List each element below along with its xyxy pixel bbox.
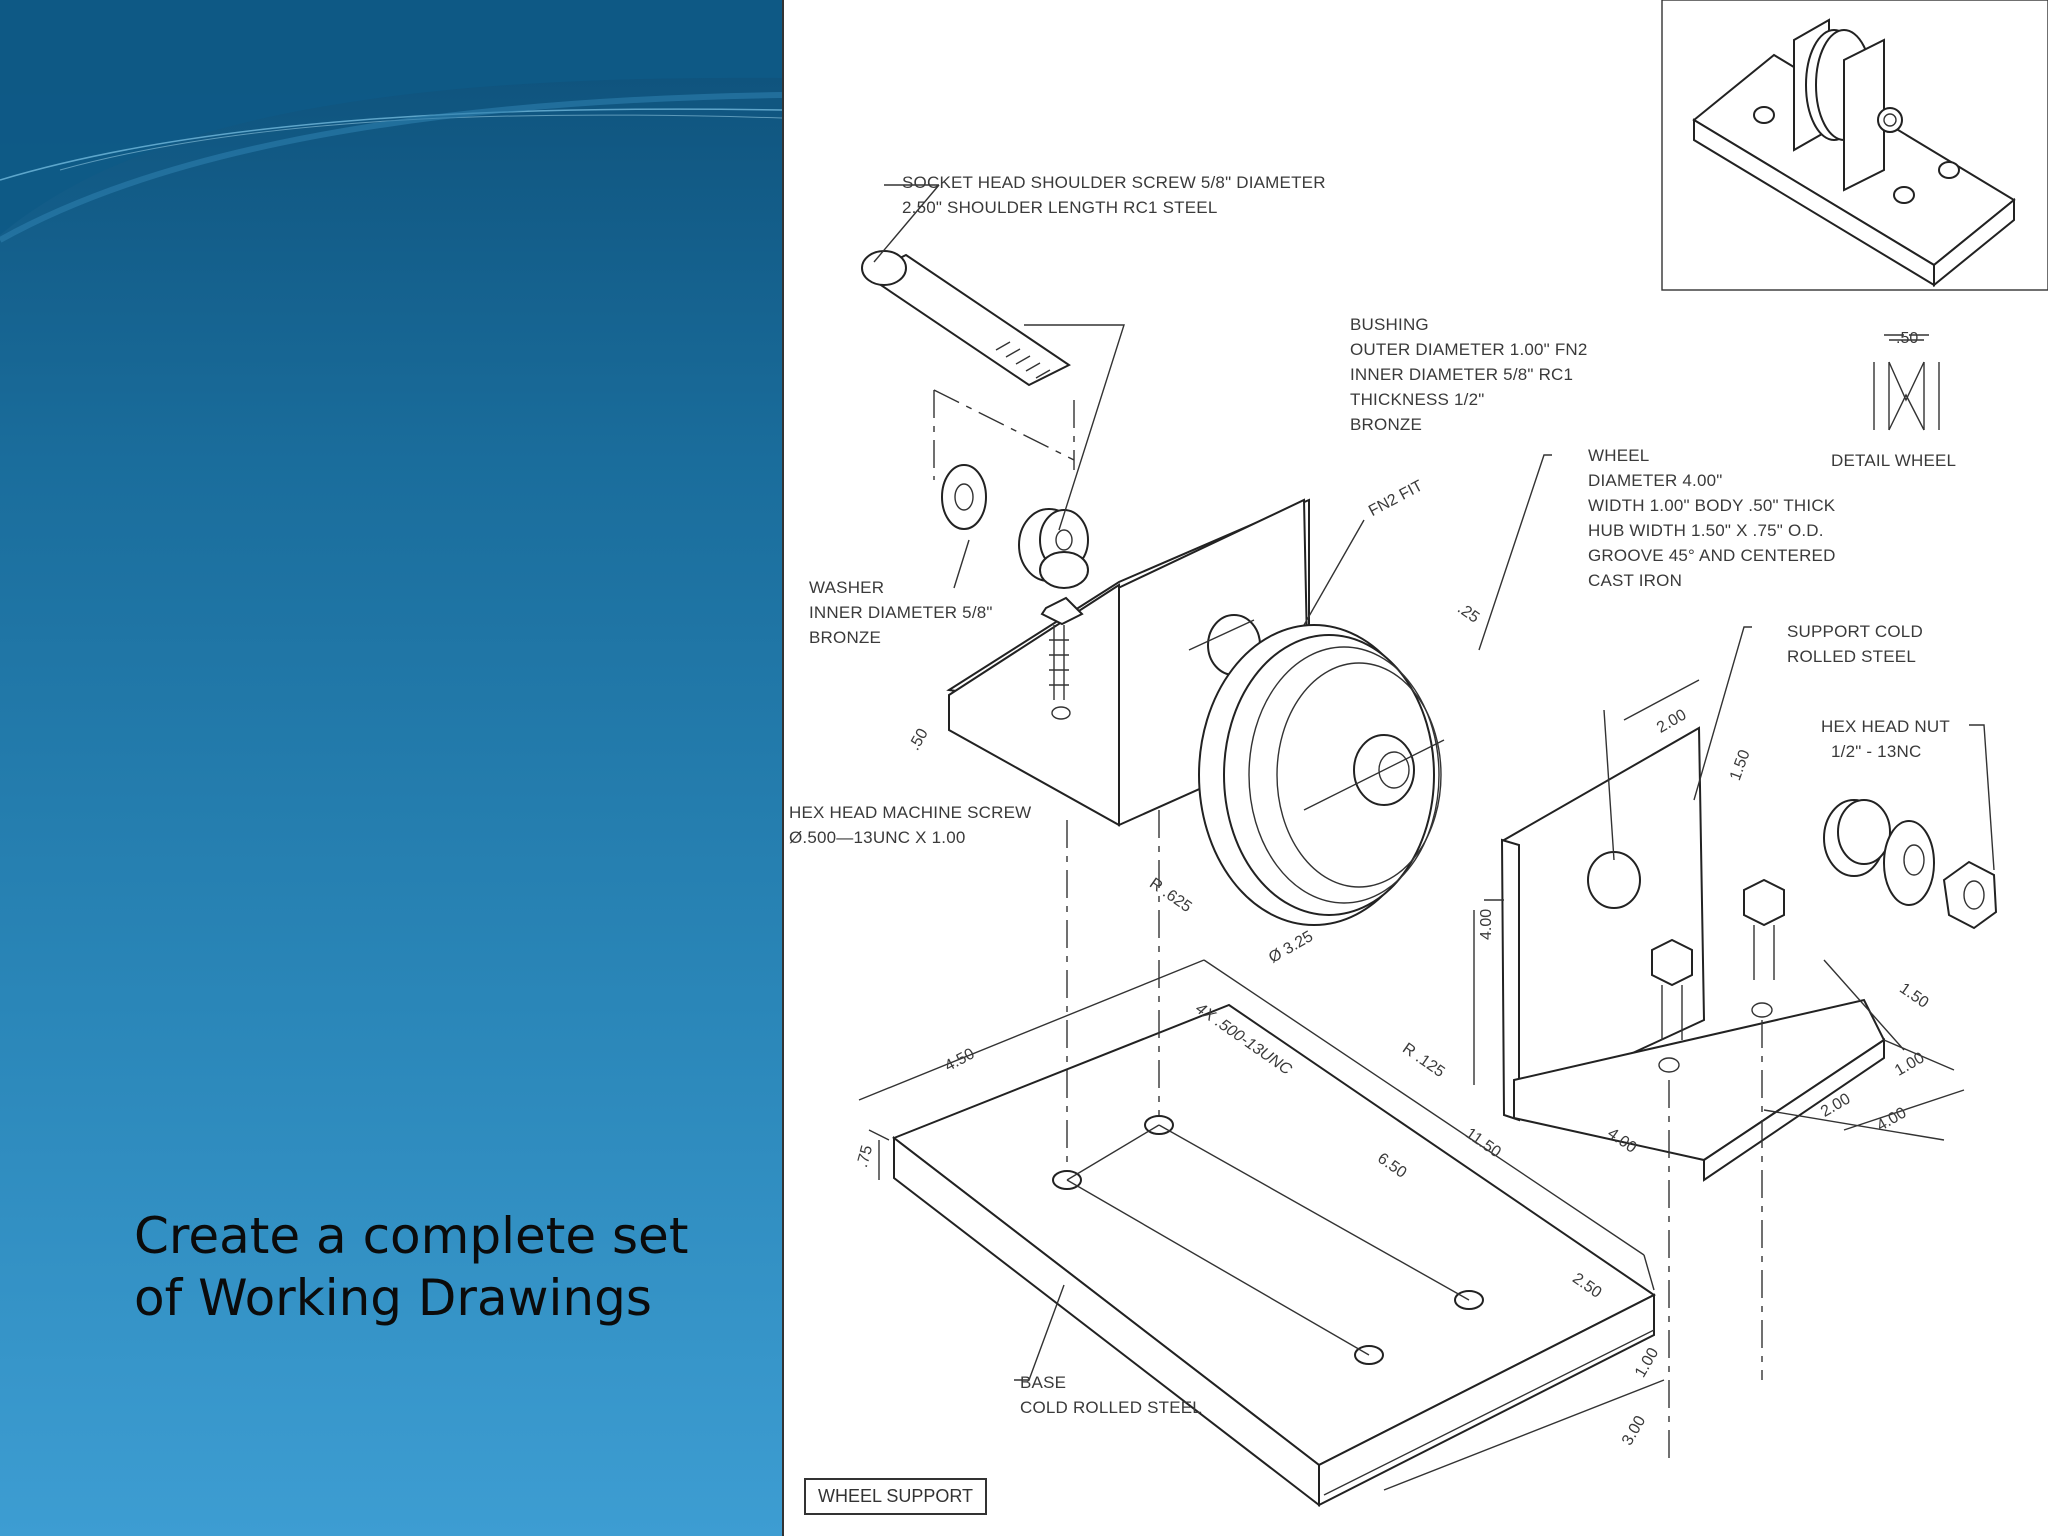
support-bracket (1500, 726, 1886, 1182)
note-line: 1/2" - 13NC (1831, 742, 1922, 761)
dim-support-height: 4.00 (1478, 908, 1495, 940)
dim-detail-width: .50 (1896, 330, 1919, 347)
wheel (1198, 624, 1445, 926)
isometric-inset-frame (1661, 0, 2048, 291)
note-line: INNER DIAMETER 5/8" RC1 (1350, 365, 1574, 384)
note-line: INNER DIAMETER 5/8" (809, 603, 993, 622)
note-line: GROOVE 45° AND CENTERED (1588, 546, 1836, 565)
shoulder-screw (861, 184, 1071, 387)
note-line: WASHER (809, 578, 885, 597)
note-washer: WASHER INNER DIAMETER 5/8" BRONZE (809, 575, 993, 650)
note-support: SUPPORT COLD ROLLED STEEL (1787, 619, 1923, 669)
isometric-inset-assembly (1692, 18, 2016, 288)
note-line: HEX HEAD MACHINE SCREW (789, 803, 1032, 822)
note-line: THICKNESS 1/2" (1350, 390, 1485, 409)
note-base: BASE COLD ROLLED STEEL (1020, 1370, 1202, 1420)
caption-line-2: of Working Drawings (134, 1269, 652, 1327)
note-wheel: WHEEL DIAMETER 4.00" WIDTH 1.00" BODY .5… (1588, 443, 1836, 593)
technical-drawing: SOCKET HEAD SHOULDER SCREW 5/8" DIAMETER… (782, 0, 2048, 1536)
note-line: Ø.500—13UNC X 1.00 (789, 828, 966, 847)
slide-background: Create a complete set of Working Drawing… (0, 0, 782, 1536)
note-line: BASE (1020, 1373, 1067, 1392)
note-line: COLD ROLLED STEEL (1020, 1398, 1202, 1417)
note-line: 2.50" SHOULDER LENGTH RC1 STEEL (902, 198, 1218, 217)
note-hex-nut: HEX HEAD NUT 1/2" - 13NC (1821, 714, 1950, 764)
note-line: CAST IRON (1588, 571, 1683, 590)
note-shoulder-screw: SOCKET HEAD SHOULDER SCREW 5/8" DIAMETER… (902, 170, 1326, 220)
note-line: BRONZE (1350, 415, 1423, 434)
nut-assembly (1823, 799, 1998, 930)
note-machine-screw: HEX HEAD MACHINE SCREW Ø.500—13UNC X 1.0… (789, 800, 1031, 850)
slide-caption: Create a complete set of Working Drawing… (134, 1205, 754, 1329)
note-line: WHEEL (1588, 446, 1650, 465)
note-line: HEX HEAD NUT (1821, 717, 1950, 736)
note-line: ROLLED STEEL (1787, 647, 1917, 666)
caption-line-1: Create a complete set (134, 1207, 689, 1265)
note-detail-wheel: DETAIL WHEEL (1831, 451, 1957, 470)
note-line: BRONZE (809, 628, 882, 647)
note-bushing: BUSHING OUTER DIAMETER 1.00" FN2 INNER D… (1350, 312, 1588, 437)
base-plate (891, 1003, 1656, 1508)
note-line: BUSHING (1350, 315, 1429, 334)
title-block: WHEEL SUPPORT (804, 1478, 988, 1515)
decorative-swoosh (0, 0, 782, 243)
note-line: HUB WIDTH 1.50" X .75" O.D. (1588, 521, 1824, 540)
upper-bracket (946, 498, 1311, 827)
assembly-drawing (858, 0, 2048, 1508)
washer (941, 464, 987, 530)
note-line: OUTER DIAMETER 1.00" FN2 (1350, 340, 1588, 359)
detail-wheel-section (1873, 334, 1940, 431)
note-line: WIDTH 1.00" BODY .50" THICK (1588, 496, 1836, 515)
note-line: SUPPORT COLD (1787, 622, 1923, 641)
note-line: SOCKET HEAD SHOULDER SCREW 5/8" DIAMETER (902, 173, 1326, 192)
note-line: DIAMETER 4.00" (1588, 471, 1723, 490)
